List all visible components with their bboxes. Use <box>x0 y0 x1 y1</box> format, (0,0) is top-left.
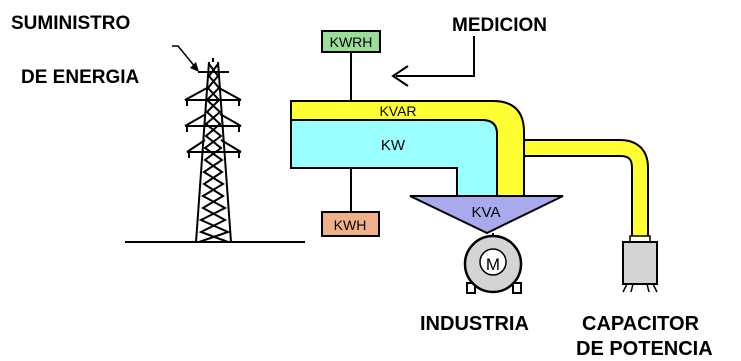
kwh-meter-label: KWH <box>334 217 367 233</box>
arrow-left-icon <box>391 36 475 87</box>
kwh-meter <box>321 211 380 237</box>
capacitor-branch-outline <box>507 139 649 240</box>
capacitor-branch <box>509 141 647 240</box>
supply-label-line1: SUMINISTRO <box>11 13 130 34</box>
industry-label: INDUSTRIA <box>420 313 529 335</box>
kwrh-meter-label: KWRH <box>330 34 373 50</box>
kw-label: KW <box>381 137 406 154</box>
kw-band <box>290 119 498 197</box>
motor-label: M <box>486 255 500 274</box>
supply-label-line2: DE ENERGIA <box>21 67 140 88</box>
capacitor-label-line2: DE POTENCIA <box>576 338 713 360</box>
measurement-label: MEDICION <box>452 15 547 36</box>
kva-triangle <box>409 195 564 235</box>
kvar-label: KVAR <box>379 103 416 119</box>
kva-label: KVA <box>472 204 501 221</box>
capacitor-label-line1: CAPACITOR <box>582 313 700 335</box>
transmission-tower-icon <box>184 58 242 243</box>
capacitor-icon <box>622 235 658 293</box>
motor-icon <box>463 233 523 294</box>
kwrh-meter <box>321 30 381 53</box>
arrow-down-right-icon <box>172 45 199 72</box>
